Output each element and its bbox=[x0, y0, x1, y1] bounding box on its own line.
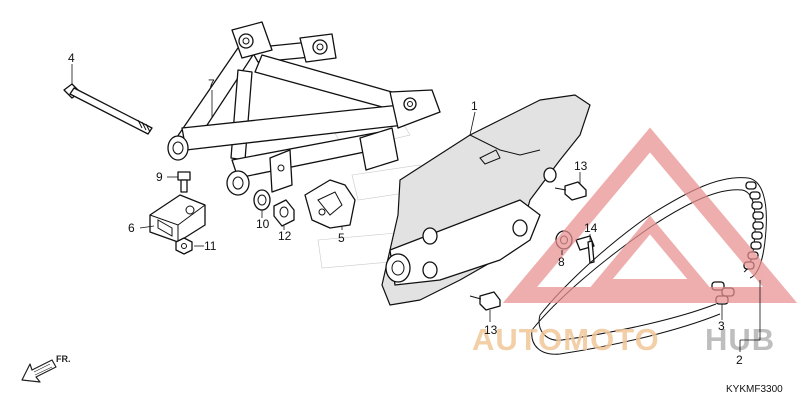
bolt-13-lower bbox=[469, 291, 501, 311]
callout-13-lower: 13 bbox=[484, 323, 498, 337]
callout-7: 7 bbox=[208, 77, 215, 91]
chain-case bbox=[381, 94, 591, 306]
nut-11 bbox=[175, 237, 193, 255]
watermark-triangle-outer bbox=[502, 127, 798, 303]
drawing-code: KYKMF3300 bbox=[726, 384, 783, 395]
callout-12: 12 bbox=[278, 229, 292, 243]
callout-2: 2 bbox=[736, 353, 743, 367]
watermark-text: AUTOMOTO HUB bbox=[472, 322, 775, 357]
collar-12 bbox=[273, 199, 295, 227]
front-direction-label: FR. bbox=[56, 354, 71, 364]
callouts: 1 2 3 4 5 6 7 8 9 10 11 12 13 13 14 bbox=[68, 51, 743, 367]
chain-slider-block bbox=[149, 194, 206, 243]
bolt-14 bbox=[575, 235, 595, 264]
drive-chain bbox=[531, 177, 767, 355]
bolt-9 bbox=[177, 171, 191, 193]
callout-4: 4 bbox=[68, 51, 75, 65]
bolt-13-upper bbox=[554, 181, 587, 201]
callout-1: 1 bbox=[471, 99, 478, 113]
bracket-5 bbox=[304, 179, 356, 229]
washer-10 bbox=[253, 189, 271, 211]
callout-9: 9 bbox=[156, 170, 163, 184]
callout-11: 11 bbox=[204, 239, 217, 253]
callout-6: 6 bbox=[128, 221, 135, 235]
leader-lines bbox=[71, 64, 761, 352]
watermark-triangle-inner bbox=[587, 215, 713, 291]
watermark-text-part1: AUTOMOTO bbox=[472, 322, 660, 357]
callout-5: 5 bbox=[338, 231, 345, 245]
watermark-logo bbox=[502, 127, 798, 303]
swingarm bbox=[167, 21, 441, 196]
callout-3: 3 bbox=[718, 319, 725, 333]
front-direction-arrow: FR. bbox=[21, 354, 71, 383]
callout-8: 8 bbox=[558, 255, 565, 269]
callout-13-upper: 13 bbox=[574, 159, 588, 173]
watermark-text-part2: HUB bbox=[705, 322, 775, 357]
callout-10: 10 bbox=[256, 217, 270, 231]
callout-14: 14 bbox=[584, 221, 598, 235]
pivot-bolt bbox=[63, 83, 153, 135]
